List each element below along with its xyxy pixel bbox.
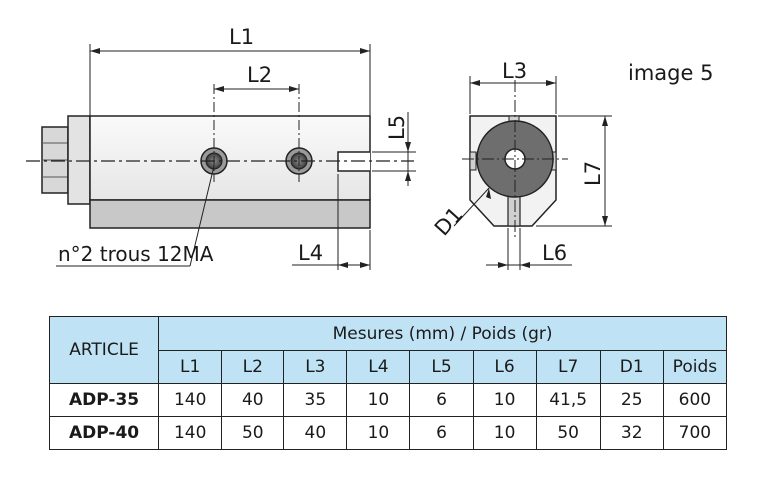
cell: 700 [662,416,728,450]
row-article: ADP-40 [48,416,160,450]
col-header-poids: Poids [662,350,728,384]
dim-L3-label: L3 [502,59,527,83]
cell: 10 [472,416,537,450]
holes-leader: n°2 trous 12MA [56,165,215,267]
technical-drawing: L1 L2 L5 L4 [26,25,713,270]
dim-L5-label: L5 [385,115,409,140]
dim-L4-label: L4 [298,241,323,265]
dim-L6: L6 [486,228,572,270]
side-base [89,199,371,229]
cell: 140 [158,416,223,450]
side-body [89,115,371,201]
cell: 32 [599,416,664,450]
table-row: ADP-40 140 50 40 10 6 10 50 32 700 [48,416,728,450]
measures-header: Mesures (mm) / Poids (gr) [158,316,727,351]
col-header-l4: L4 [346,350,411,384]
dim-L2: L2 [214,63,299,92]
cell: 600 [662,383,728,417]
dim-L7: L7 [536,115,612,227]
col-header-l3: L3 [283,350,348,384]
cell: 10 [472,383,537,417]
dim-L7-label: L7 [581,161,605,186]
dim-L3: L3 [469,59,557,114]
col-header-l6: L6 [472,350,537,384]
cell: 10 [346,383,411,417]
column-header-row: L1 L2 L3 L4 L5 L6 L7 D1 Poids [50,350,728,384]
col-header-l5: L5 [409,350,474,384]
holes-label: n°2 trous 12MA [58,242,214,266]
cell: 41,5 [535,383,601,417]
spec-table: ARTICLE Mesures (mm) / Poids (gr) L1 L2 … [48,316,728,450]
col-header-l7: L7 [535,350,601,384]
dim-L5: L5 [372,112,416,186]
end-slot [507,195,521,227]
dim-L6-label: L6 [542,241,567,265]
image-label: image 5 [628,61,713,85]
cell: 140 [158,383,223,417]
article-header: ARTICLE [48,316,160,384]
dim-L4: L4 [292,174,371,270]
dim-D1: D1 [430,187,491,240]
dim-L1: L1 [89,25,371,116]
dim-L2-label: L2 [247,63,272,87]
side-neck [67,115,91,205]
col-header-l1: L1 [158,350,223,384]
cell: 10 [346,416,411,450]
cell: 50 [221,416,285,450]
col-header-l2: L2 [221,350,285,384]
row-article: ADP-35 [48,383,160,417]
cell: 50 [535,416,601,450]
cell: 40 [283,416,348,450]
col-header-d1: D1 [599,350,664,384]
cell: 6 [409,416,474,450]
side-view: L1 L2 L5 L4 [26,25,416,270]
cell: 35 [283,383,348,417]
table-row: ADP-35 140 40 35 10 6 10 41,5 25 600 [48,383,728,417]
cell: 25 [599,383,664,417]
dim-D1-label: D1 [430,202,468,240]
cell: 40 [221,383,285,417]
end-view: L3 L7 L6 D1 [430,59,612,270]
dim-L1-label: L1 [229,25,254,49]
cell: 6 [409,383,474,417]
